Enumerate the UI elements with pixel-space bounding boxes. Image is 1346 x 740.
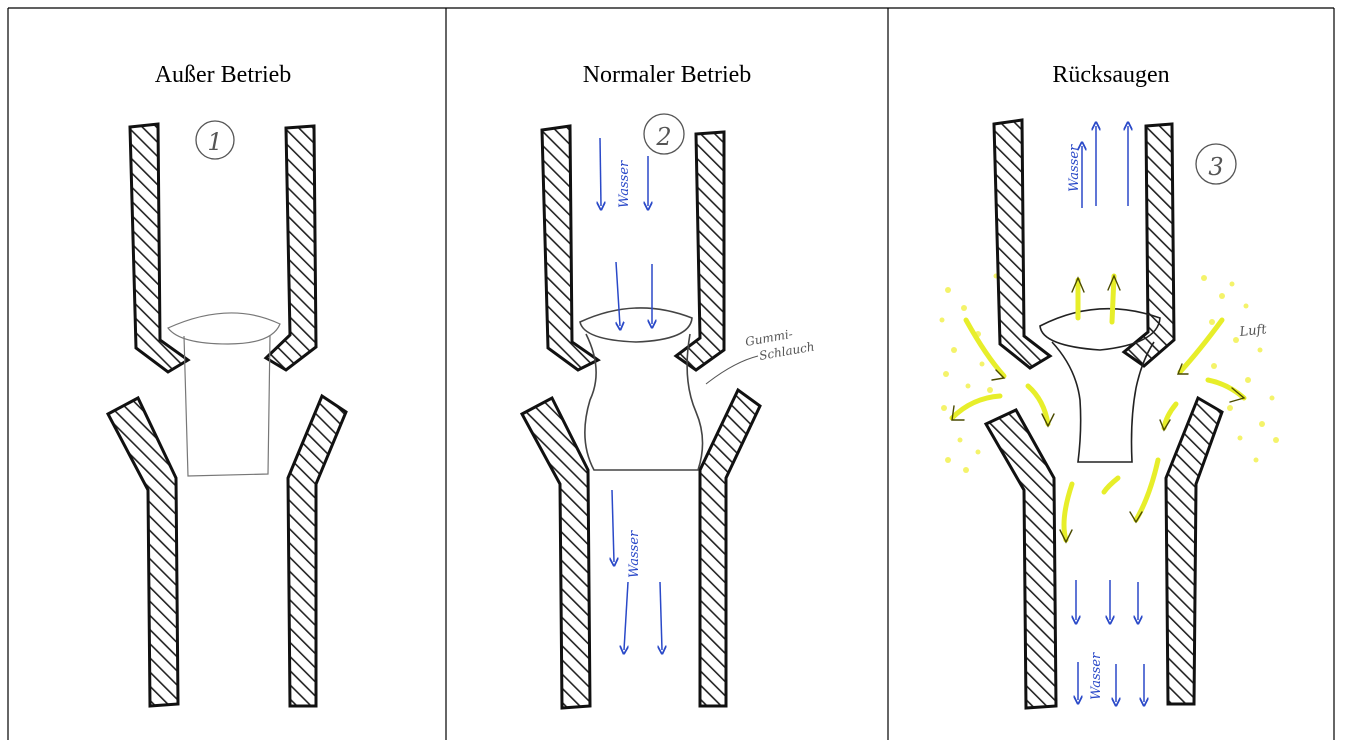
upper-pipe-right-wall [676,132,724,370]
water-label-bottom: Wasser [1089,652,1104,700]
lower-pipe-right-wall [288,396,346,706]
panel-1-drawing: 1 [108,121,346,706]
rubber-hose [1040,309,1160,462]
panel-3-drawing: 3 [940,120,1280,708]
panel-2-number-badge: 2 [644,114,684,154]
water-arrows [1076,126,1144,702]
rubber-hose [580,308,703,470]
panel-1-number-badge: 1 [196,121,234,159]
svg-text:1: 1 [207,128,222,156]
table-borders [8,8,1334,740]
water-label-bottom: Wasser [627,530,642,578]
air-dots [940,274,1280,474]
upper-pipe-right-wall [1124,124,1174,366]
water-label-top: Wasser [1067,144,1082,192]
water-label-top: Wasser [617,160,632,208]
panel-3-number-badge: 3 [1196,144,1236,184]
upper-pipe-left-wall [130,124,188,372]
svg-text:3: 3 [1208,153,1223,181]
svg-text:2: 2 [655,123,671,151]
panel-2-drawing: 2 Wasser Wasser [522,114,816,708]
rubber-hose [168,313,280,476]
lower-pipe-right-wall [1166,398,1222,704]
air-label: Luft [1238,322,1268,340]
lower-pipe-right-wall [700,390,760,706]
lower-pipe-left-wall [986,410,1056,708]
lower-pipe-left-wall [108,398,178,706]
lower-pipe-left-wall [522,398,590,708]
